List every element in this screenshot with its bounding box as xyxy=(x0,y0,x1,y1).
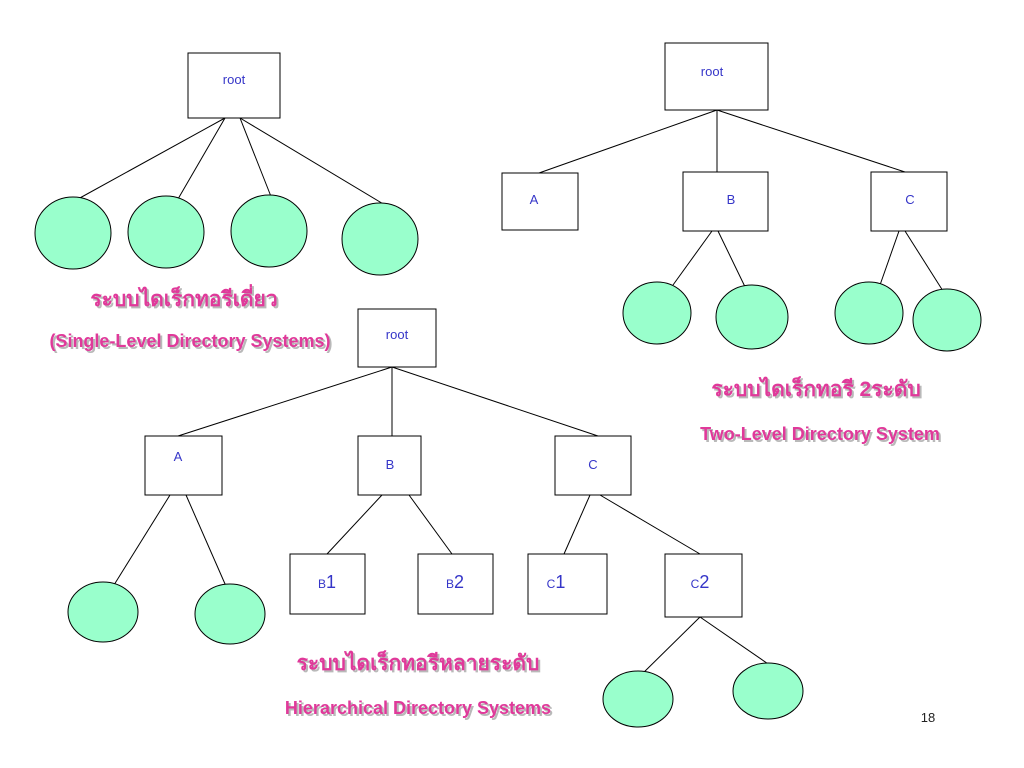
single-root-label: root xyxy=(223,72,246,87)
svg-text:ระบบไดเร็กทอรีหลายระดับ: ระบบไดเร็กทอรีหลายระดับ xyxy=(299,651,542,677)
hier-dir-c1-label: C1 xyxy=(547,572,566,592)
hierarchical-tree: root A B C B1 B2 C1 C2 xyxy=(67,308,804,728)
hier-dir-b2-label: B2 xyxy=(446,572,464,592)
hier-dir-c-box xyxy=(554,435,632,496)
two-level-tree: root A B C xyxy=(501,42,982,352)
two-dir-c-box xyxy=(870,171,948,232)
hier-caption-thai: ระบบไดเร็กทอรีหลายระดับ xyxy=(297,649,540,675)
two-level-caption: ระบบไดเร็กทอรี 2ระดับ ระบบไดเร็กทอรี 2ระ… xyxy=(700,375,942,446)
hier-dir-b-box xyxy=(357,435,422,496)
two-root-label: root xyxy=(701,64,724,79)
hier-dir-a-label: A xyxy=(174,449,183,464)
single-root-box xyxy=(187,52,281,119)
two-dir-c-label: C xyxy=(905,192,914,207)
page-number: 18 xyxy=(921,710,935,725)
hier-file-c2-1 xyxy=(602,670,674,728)
hier-file-a2 xyxy=(194,583,266,645)
hier-dir-c2-box xyxy=(664,553,743,618)
hier-dir-b-label: B xyxy=(386,457,395,472)
hierarchical-caption: ระบบไดเร็กทอรีหลายระดับ ระบบไดเร็กทอรีหล… xyxy=(285,649,553,720)
two-dir-b-box xyxy=(682,171,769,232)
svg-text:Two-Level Directory System: Two-Level Directory System xyxy=(702,426,942,446)
two-dir-a-label: A xyxy=(530,192,539,207)
two-caption-english: Two-Level Directory System xyxy=(700,424,940,444)
hier-root-box xyxy=(357,308,437,368)
single-file-3 xyxy=(230,194,308,268)
hier-file-a1 xyxy=(67,581,139,643)
hier-dir-b1-box xyxy=(289,553,366,615)
two-dir-a-box xyxy=(501,172,579,231)
single-file-1 xyxy=(34,196,112,270)
hier-dir-c1-box xyxy=(527,553,608,615)
single-file-4 xyxy=(341,202,419,276)
single-level-caption: ระบบไดเร็กทอรีเดี่ยว ระบบไดเร็กทอรีเดี่ย… xyxy=(49,283,332,353)
hier-dir-b2-box xyxy=(417,553,494,615)
hier-dir-a-box xyxy=(144,435,223,496)
hier-file-c2-2 xyxy=(732,662,804,720)
svg-text:ระบบไดเร็กทอรี 2ระดับ: ระบบไดเร็กทอรี 2ระดับ xyxy=(713,377,922,403)
hier-root-label: root xyxy=(386,327,409,342)
hier-caption-english: Hierarchical Directory Systems xyxy=(285,698,551,718)
svg-text:(Single-Level Directory System: (Single-Level Directory Systems) xyxy=(51,333,332,353)
two-file-b2 xyxy=(715,284,789,350)
hier-dir-c2-label: C2 xyxy=(691,572,710,592)
hier-dir-c-label: C xyxy=(588,457,597,472)
two-caption-thai: ระบบไดเร็กทอรี 2ระดับ xyxy=(711,375,920,401)
two-file-c2 xyxy=(912,288,982,352)
single-level-tree: root xyxy=(34,52,419,276)
single-caption-thai: ระบบไดเร็กทอรีเดี่ยว xyxy=(90,283,277,311)
two-root-box xyxy=(664,42,769,111)
single-file-2 xyxy=(127,195,205,269)
two-dir-b-label: B xyxy=(727,192,736,207)
hier-dir-b1-label: B1 xyxy=(318,572,336,592)
svg-text:Hierarchical Directory Systems: Hierarchical Directory Systems xyxy=(287,700,553,720)
single-caption-english: (Single-Level Directory Systems) xyxy=(49,331,330,351)
svg-text:ระบบไดเร็กทอรีเดี่ยว: ระบบไดเร็กทอรีเดี่ยว xyxy=(92,285,279,313)
two-file-b1 xyxy=(622,281,692,345)
two-file-c1 xyxy=(834,281,904,345)
